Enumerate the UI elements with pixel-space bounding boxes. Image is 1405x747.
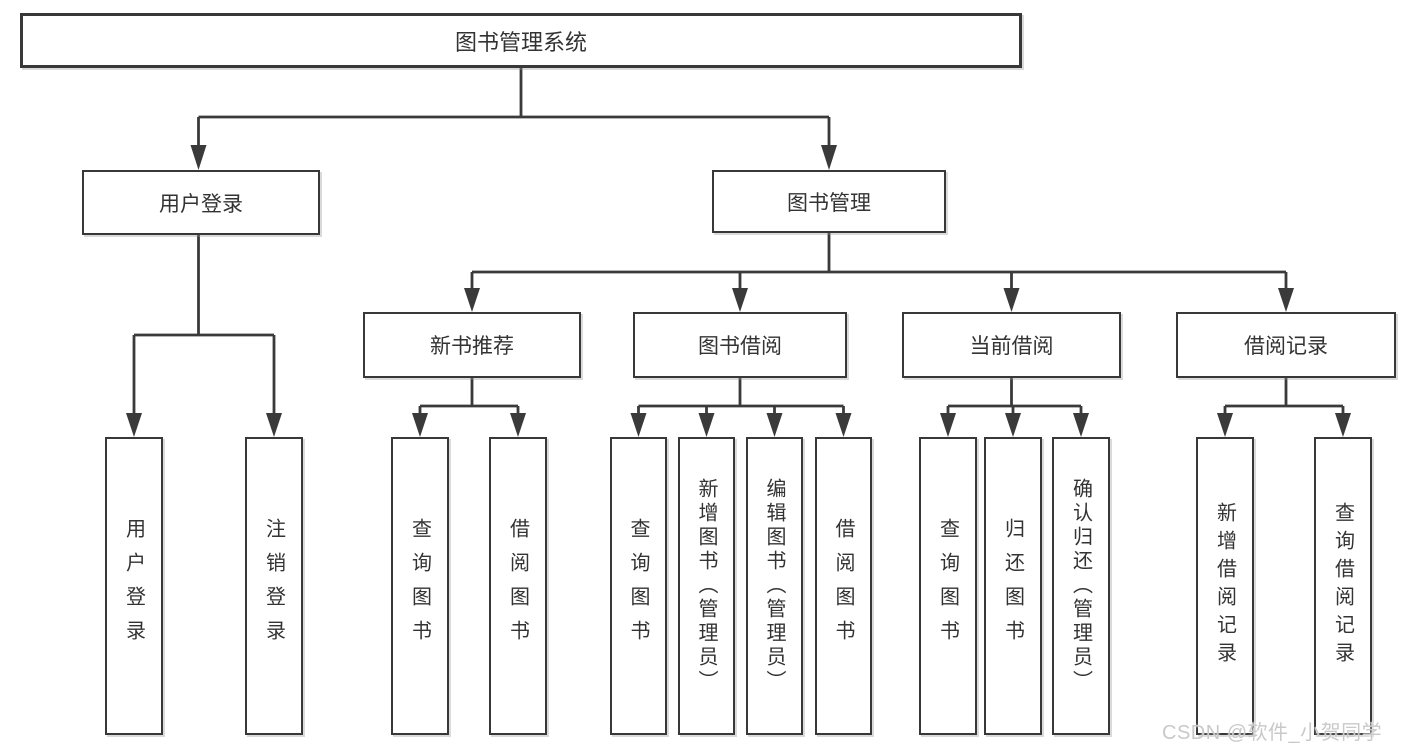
arrowhead bbox=[1335, 413, 1351, 437]
node-root-system: 图书管理系统 bbox=[20, 13, 1022, 68]
arrowhead bbox=[698, 413, 715, 437]
node-leaf-current-confirm-return-admin: 确认归还（管理员） bbox=[1052, 437, 1110, 735]
arrowhead bbox=[766, 413, 783, 437]
arrowhead bbox=[940, 413, 956, 437]
node-leaf-records-query-record: 查询借阅记录 bbox=[1314, 437, 1372, 735]
node-leaf-borrow-query-books-label: 查询图书 bbox=[627, 518, 649, 654]
arrowhead bbox=[835, 413, 852, 437]
node-user-login-label: 用户登录 bbox=[159, 192, 243, 216]
connector-root-to-level2 bbox=[190, 68, 837, 170]
node-leaf-current-query-books-label: 查询图书 bbox=[936, 518, 959, 654]
arrowhead bbox=[412, 413, 428, 437]
node-book-management-label: 图书管理 bbox=[787, 191, 871, 215]
node-leaf-recommend-query-books-label: 查询图书 bbox=[408, 518, 431, 654]
arrowhead bbox=[190, 145, 207, 170]
arrowhead bbox=[1217, 413, 1233, 437]
arrowhead bbox=[464, 288, 480, 312]
arrowhead bbox=[1073, 413, 1089, 437]
node-leaf-borrow-borrow-books-label: 借阅图书 bbox=[832, 518, 854, 654]
node-leaf-records-add-record-label: 新增借阅记录 bbox=[1213, 502, 1236, 670]
csdn-watermark: CSDN @软件_小贺同学 bbox=[1162, 722, 1383, 744]
connector-records-children bbox=[1217, 378, 1351, 437]
node-leaf-borrow-edit-books-admin-label: 编辑图书（管理员） bbox=[763, 478, 785, 694]
connector-borrow-children bbox=[630, 378, 852, 437]
node-leaf-borrow-add-books-admin: 新增图书（管理员） bbox=[678, 437, 735, 735]
arrowhead bbox=[510, 413, 526, 437]
node-leaf-borrow-add-books-admin-label: 新增图书（管理员） bbox=[695, 478, 717, 694]
arrowhead bbox=[732, 288, 748, 312]
connector-user-login-children bbox=[126, 235, 282, 437]
arrowhead bbox=[1278, 288, 1294, 312]
node-new-book-recommend: 新书推荐 bbox=[363, 312, 581, 378]
node-new-book-recommend-label: 新书推荐 bbox=[430, 335, 514, 358]
node-user-login: 用户登录 bbox=[82, 170, 320, 235]
node-book-borrow-label: 图书借阅 bbox=[698, 335, 782, 358]
node-current-borrow-label: 当前借阅 bbox=[969, 335, 1054, 358]
connector-recommend-children bbox=[412, 378, 526, 437]
arrowhead bbox=[630, 413, 647, 437]
node-leaf-records-query-record-label: 查询借阅记录 bbox=[1331, 502, 1354, 670]
arrowhead bbox=[1003, 288, 1020, 312]
node-leaf-recommend-borrow-books: 借阅图书 bbox=[489, 437, 547, 735]
node-root-system-label: 图书管理系统 bbox=[454, 29, 587, 55]
node-leaf-user-login: 用户登录 bbox=[105, 437, 163, 735]
node-leaf-recommend-borrow-books-label: 借阅图书 bbox=[506, 518, 529, 654]
node-leaf-current-return-books: 归还图书 bbox=[984, 437, 1042, 735]
node-current-borrow: 当前借阅 bbox=[902, 312, 1121, 378]
node-leaf-borrow-borrow-books: 借阅图书 bbox=[815, 437, 872, 735]
arrowhead bbox=[266, 413, 282, 437]
node-borrow-records: 借阅记录 bbox=[1176, 312, 1396, 378]
node-leaf-current-return-books-label: 归还图书 bbox=[1001, 518, 1024, 654]
connector-current-children bbox=[940, 378, 1089, 437]
node-leaf-recommend-query-books: 查询图书 bbox=[391, 437, 449, 735]
arrowhead bbox=[126, 413, 142, 437]
node-leaf-current-confirm-return-admin-label: 确认归还（管理员） bbox=[1069, 478, 1092, 694]
node-leaf-logout-label: 注销登录 bbox=[262, 518, 285, 654]
node-borrow-records-label: 借阅记录 bbox=[1244, 335, 1328, 358]
connector-book-management-children bbox=[464, 233, 1294, 312]
node-book-management: 图书管理 bbox=[712, 170, 946, 233]
node-leaf-current-query-books: 查询图书 bbox=[919, 437, 977, 735]
node-leaf-borrow-query-books: 查询图书 bbox=[610, 437, 667, 735]
arrowhead bbox=[1005, 413, 1021, 437]
node-leaf-borrow-edit-books-admin: 编辑图书（管理员） bbox=[746, 437, 803, 735]
node-leaf-logout: 注销登录 bbox=[245, 437, 303, 735]
node-book-borrow: 图书借阅 bbox=[633, 312, 847, 378]
node-leaf-user-login-label: 用户登录 bbox=[122, 518, 145, 654]
arrowhead bbox=[821, 145, 837, 170]
node-leaf-records-add-record: 新增借阅记录 bbox=[1196, 437, 1254, 735]
